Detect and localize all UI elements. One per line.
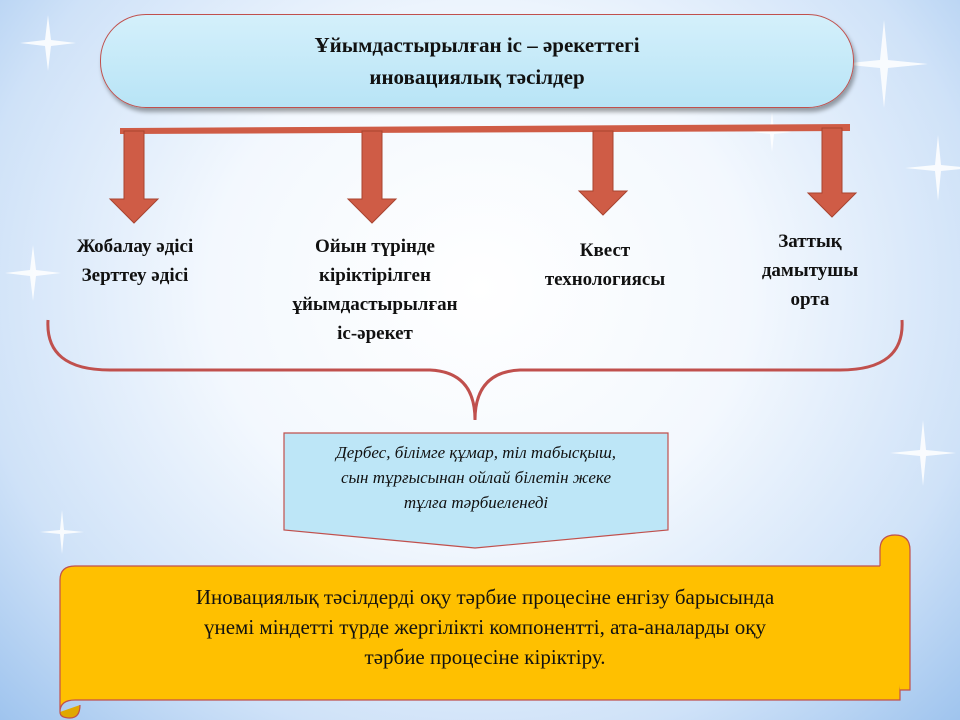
branch-line: Ойын түрінде xyxy=(315,236,435,257)
arrow-down-2 xyxy=(346,130,398,224)
result-line: тұлға тәрбиеленеді xyxy=(403,493,549,512)
branch-line: дамытушы xyxy=(761,260,859,281)
title-line: Ұйымдастырылған іс – әрекеттегі xyxy=(314,33,640,57)
branch-line: Зерттеу әдісі xyxy=(81,265,189,286)
branch-project-research: Жобалау әдісі Зерттеу әдісі xyxy=(40,232,230,290)
branch-line: орта xyxy=(790,289,830,310)
arrow-down-3 xyxy=(577,130,629,216)
callout-box xyxy=(283,432,669,549)
result-text: Дербес, білімге құмар, тіл табысқыш, сын… xyxy=(290,440,662,515)
brace xyxy=(46,319,904,421)
title-line: иновациялық тәсілдер xyxy=(369,65,585,89)
branch-line: іс-әрекет xyxy=(337,323,413,344)
conclusion-text: Иновациялық тәсілдерді оқу тәрбие процес… xyxy=(90,582,880,672)
connector-bar xyxy=(120,124,850,134)
branch-line: ұйымдастырылған xyxy=(292,294,458,315)
branch-quest: Квест технологиясы xyxy=(515,236,695,294)
sparkles-decoration xyxy=(5,15,960,554)
arrows xyxy=(108,127,858,224)
conclusion-line: Иновациялық тәсілдерді оқу тәрбие процес… xyxy=(195,585,775,609)
branch-line: кіріктірілген xyxy=(319,265,431,286)
arrow-down-1 xyxy=(108,130,160,224)
result-line: сын тұрғысынан ойлай білетін жеке xyxy=(340,468,612,487)
arrow-down-4 xyxy=(806,127,858,218)
result-line: Дербес, білімге құмар, тіл табысқыш, xyxy=(335,443,617,462)
conclusion-line: тәрбие процесіне кіріктіру. xyxy=(364,645,606,669)
branch-line: технологиясы xyxy=(544,269,666,290)
branch-line: Квест xyxy=(579,240,631,261)
scroll-banner xyxy=(59,534,911,719)
branch-line: Заттық xyxy=(778,231,842,252)
branch-environment: Заттық дамытушы орта xyxy=(740,227,880,314)
conclusion-line: үнемі міндетті түрде жергілікті компонен… xyxy=(203,615,766,639)
branch-line: Жобалау әдісі xyxy=(76,236,194,257)
title-box: Ұйымдастырылған іс – әрекеттегі иновация… xyxy=(100,14,854,108)
branch-game-activity: Ойын түрінде кіріктірілген ұйымдастырылғ… xyxy=(270,232,480,348)
